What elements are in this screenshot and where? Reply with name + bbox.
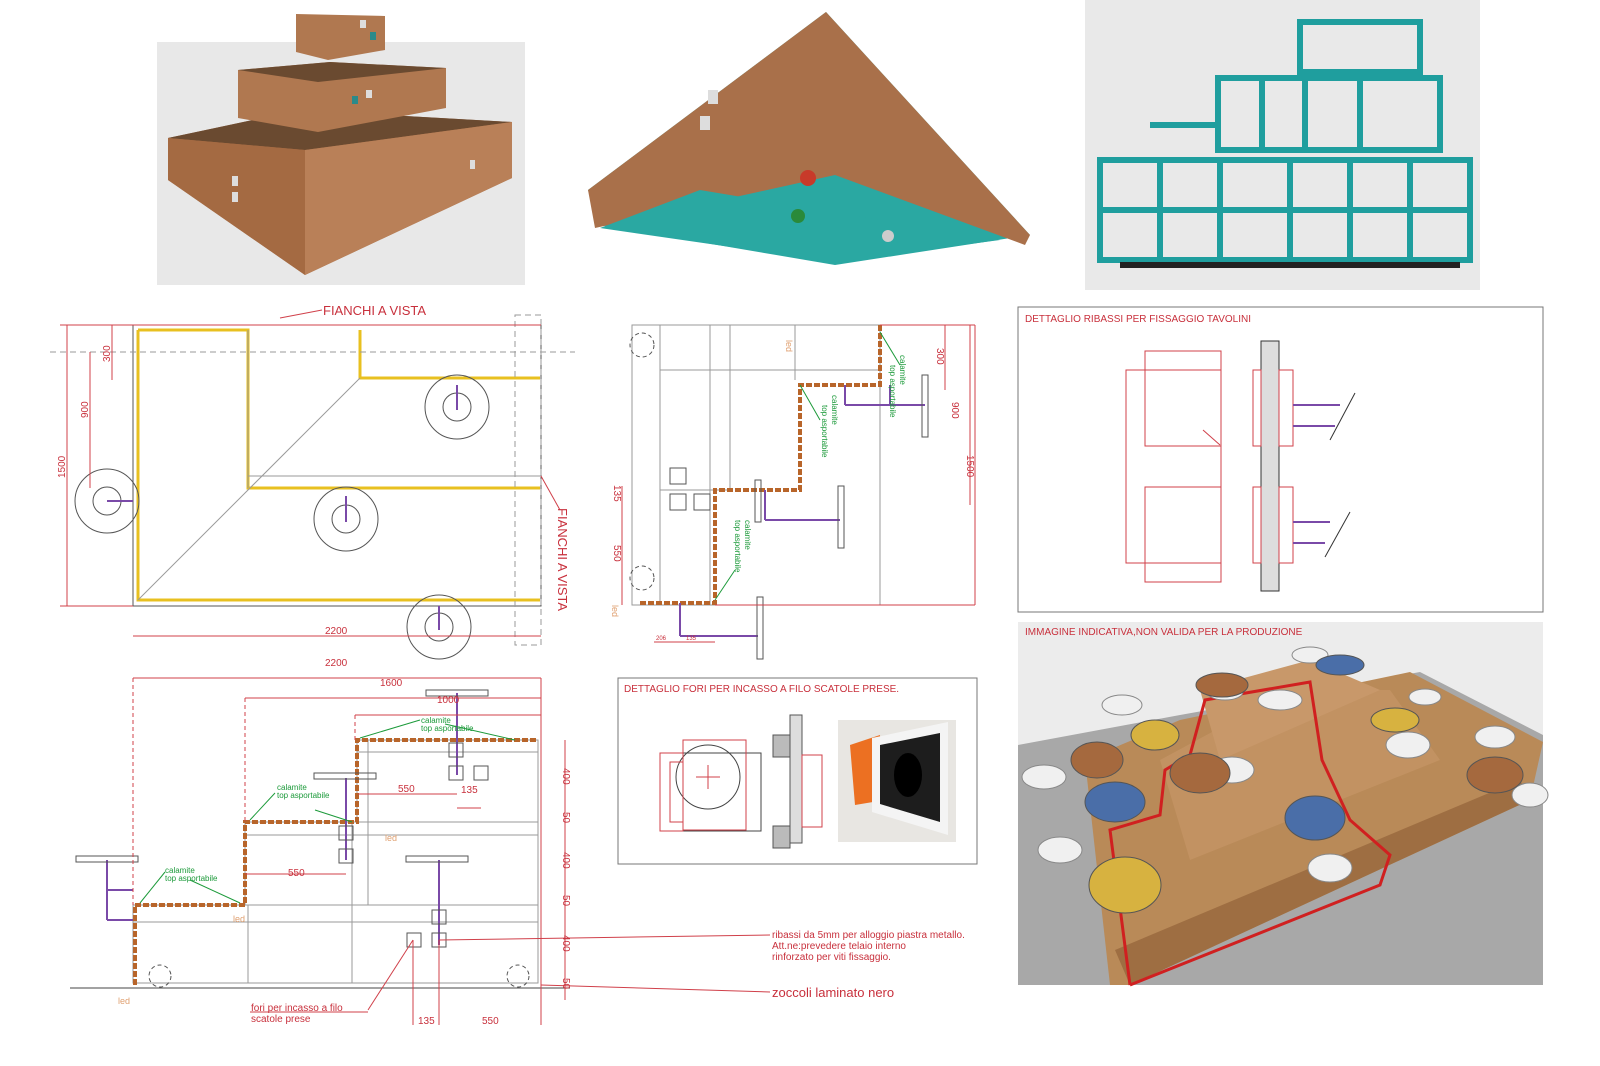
side-dim-135b: 135: [686, 636, 697, 642]
annotation-notes: ribassi da 5mm per alloggio piastra meta…: [772, 930, 965, 1000]
front-elevation: calamite top asportabile calamite top as…: [70, 658, 771, 1027]
label-visible-sides-right: FIANCHI A VISTA: [555, 508, 570, 611]
elev-magnet-2b: top asportabile: [277, 791, 330, 800]
elev-dim-50a: 50: [560, 812, 571, 824]
elev-magnet-3a: calamite: [421, 716, 451, 725]
elev-dim-400b: 400: [560, 852, 571, 869]
magnet-note-2a: calamite: [830, 395, 839, 425]
socket-photo: [838, 720, 956, 842]
elev-dim-400a: 400: [560, 768, 571, 785]
recess-note-1: ribassi da 5mm per alloggio piastra meta…: [772, 930, 965, 941]
magnet-note-1a: calamite: [898, 355, 907, 385]
side-dim-900: 900: [949, 402, 960, 419]
elev-dim-135a: 135: [461, 785, 478, 796]
elev-led-3: led: [118, 996, 130, 1006]
elev-dim-550c: 550: [482, 1016, 499, 1027]
magnet-note-2b: top asportabile: [820, 405, 829, 458]
elev-dim-1600: 1600: [380, 678, 403, 689]
led-label-1: led: [784, 340, 794, 352]
elev-led-1: led: [385, 833, 397, 843]
elev-dim-550a: 550: [398, 784, 415, 795]
elev-magnet-3b: top asportabile: [421, 724, 474, 733]
magnet-note-3b: top asportabile: [733, 520, 742, 573]
magnet-note-1b: top asportabile: [888, 365, 897, 418]
holes-note-1: fori per incasso a filo: [251, 1003, 343, 1014]
elev-magnet-2a: calamite: [277, 783, 307, 792]
elev-dim-1000: 1000: [437, 695, 460, 706]
dim-1500: 1500: [57, 455, 68, 478]
render-wood-pyramid: [157, 14, 525, 285]
dim-900: 900: [80, 401, 91, 418]
plan-view: FIANCHI A VISTA FIANCHI A VISTA 300 900 …: [50, 303, 575, 660]
elev-dim-400c: 400: [560, 935, 571, 952]
side-section: calamite top asportabile calamite top as…: [610, 324, 976, 660]
detail-table-fixing: DETTAGLIO RIBASSI PER FISSAGGIO TAVOLINI: [1017, 306, 1544, 613]
magnet-note-3a: calamite: [743, 520, 752, 550]
holes-note-2: scatole prese: [251, 1014, 311, 1025]
dim-2200: 2200: [325, 626, 348, 637]
elev-dim-50c: 50: [560, 978, 571, 990]
render-indicative-title: IMMAGINE INDICATIVA,NON VALIDA PER LA PR…: [1025, 627, 1303, 638]
render-teal-frame: [1085, 0, 1480, 290]
side-dim-550: 550: [611, 545, 622, 562]
led-label-2: led: [610, 605, 620, 617]
dim-300: 300: [102, 345, 113, 362]
side-dim-1500: 1500: [964, 455, 975, 478]
recess-note-3: rinforzato per viti fissaggio.: [772, 952, 891, 963]
detail-socket-holes: DETTAGLIO FORI PER INCASSO A FILO SCATOL…: [617, 677, 978, 865]
side-dim-135: 135: [611, 485, 622, 502]
elev-magnet-1a: calamite: [165, 866, 195, 875]
elev-dim-50b: 50: [560, 895, 571, 907]
elev-dim-135b: 135: [418, 1016, 435, 1027]
recess-note-2: Att.ne:prevedere telaio interno: [772, 941, 906, 952]
elev-dim-550b: 550: [288, 868, 305, 879]
elev-led-2: led: [233, 914, 245, 924]
label-visible-sides-top: FIANCHI A VISTA: [323, 303, 426, 318]
plinth-note: zoccoli laminato nero: [772, 985, 894, 1000]
side-dim-300: 300: [934, 348, 945, 365]
detail-socket-title: DETTAGLIO FORI PER INCASSO A FILO SCATOL…: [624, 684, 899, 695]
render-indicative: IMMAGINE INDICATIVA,NON VALIDA PER LA PR…: [1018, 622, 1549, 987]
elev-magnet-1b: top asportabile: [165, 874, 218, 883]
elev-dim-2200: 2200: [325, 658, 348, 669]
detail-table-fixing-title: DETTAGLIO RIBASSI PER FISSAGGIO TAVOLINI: [1025, 314, 1251, 325]
side-dim-206: 206: [656, 636, 667, 642]
render-underside: [588, 12, 1030, 265]
